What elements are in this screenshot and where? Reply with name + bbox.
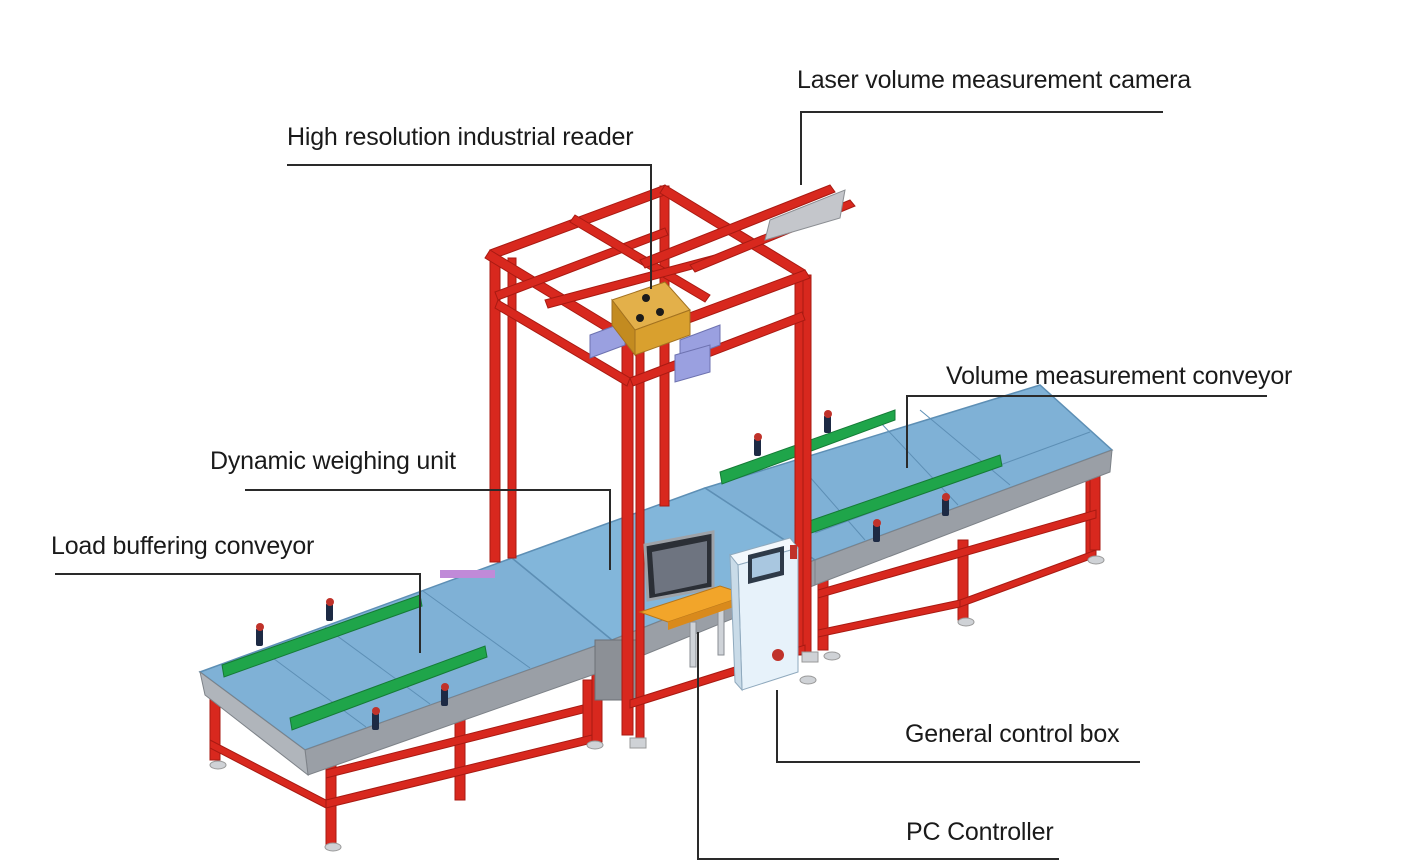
leader-pc-h [697,858,1059,860]
pc-controller-station [638,530,750,668]
photo-sensors-right [754,410,950,542]
label-volume-conveyor: Volume measurement conveyor [946,362,1293,390]
label-buffering-conveyor: Load buffering conveyor [51,532,315,560]
leader-volume-conveyor-h [906,395,1267,397]
leader-volume-conveyor-v [906,395,908,468]
leader-buffering-h [55,573,420,575]
photo-sensors-left [256,598,449,730]
leader-weighing-h [245,489,610,491]
label-pc-controller: PC Controller [906,818,1054,846]
leader-weighing-v [609,489,611,570]
leader-pc-v [697,632,699,859]
leader-buffering-v [419,573,421,653]
leveling-feet [209,555,1105,852]
leader-control-box-v [776,690,778,762]
laser-camera-housing [764,189,846,241]
industrial-reader-unit [589,281,721,383]
load-buffering-conveyor [198,557,614,777]
reader-gantry-frame [484,184,856,749]
leader-control-box-h [776,761,1140,763]
leader-laser-camera-h [800,111,1163,113]
leader-laser-camera-v [800,111,802,185]
leader-reader-v [650,164,652,289]
buffering-conveyor-legs [209,671,603,846]
label-weighing-unit: Dynamic weighing unit [210,447,456,475]
label-laser-camera: Laser volume measurement camera [797,66,1191,94]
general-control-cabinet [729,537,799,692]
leader-reader-h [287,164,651,166]
label-industrial-reader: High resolution industrial reader [287,123,634,151]
volume-conveyor-legs [817,469,1101,651]
label-control-box: General control box [905,720,1120,748]
